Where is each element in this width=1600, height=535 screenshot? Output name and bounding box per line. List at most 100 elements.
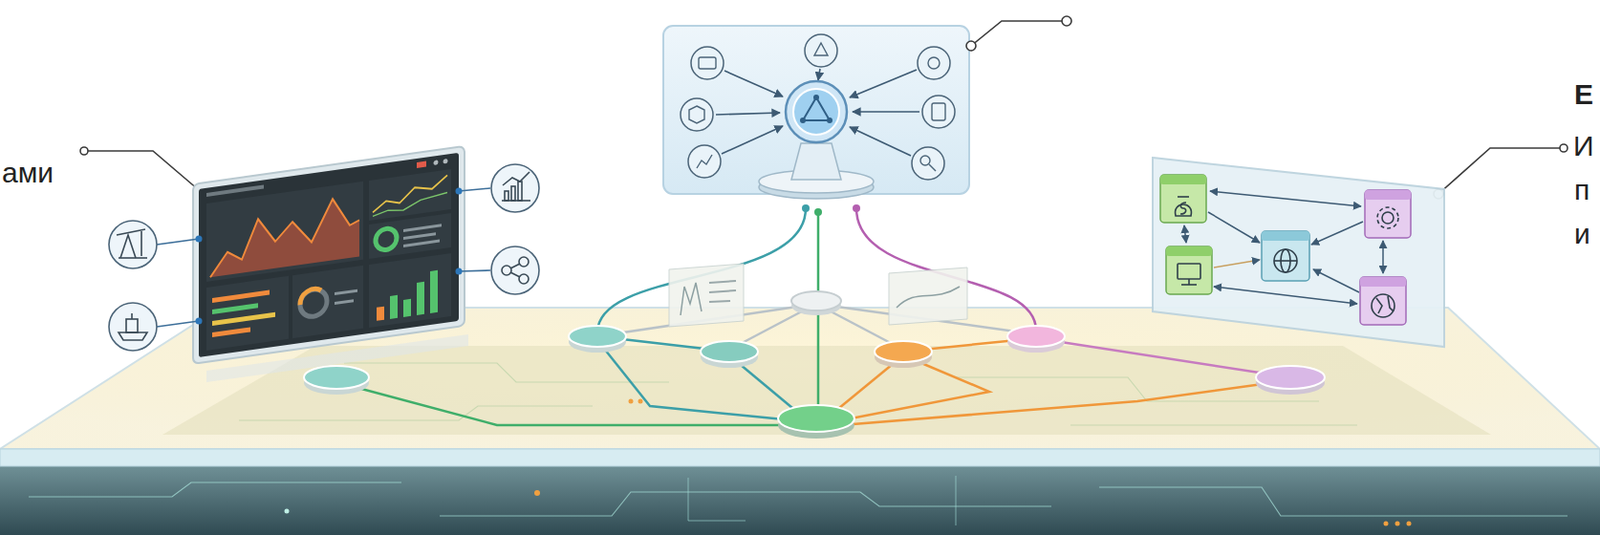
dashboard-icons-part-part bbox=[118, 257, 148, 260]
dashboard-icons-part-part bbox=[501, 265, 512, 276]
network-discs-part bbox=[700, 341, 758, 363]
hub-panel-part-part bbox=[920, 155, 930, 166]
dashboard-icons-part-part bbox=[156, 321, 199, 327]
network-discs-part bbox=[791, 291, 842, 311]
hub-panel-part-part bbox=[814, 43, 828, 56]
hub-panel-part bbox=[800, 117, 806, 124]
flow-panel-part bbox=[1160, 174, 1411, 325]
dashboard-icons-part-part bbox=[491, 246, 540, 295]
base-slab-part bbox=[284, 509, 290, 515]
glass-platform-part bbox=[638, 399, 644, 405]
flow-panel-part-part bbox=[1274, 259, 1298, 262]
flow-panel-part-part bbox=[1188, 279, 1190, 285]
hub-panel-part bbox=[715, 68, 920, 156]
dashboard-screen-part bbox=[80, 147, 88, 155]
glass-platform-part bbox=[344, 363, 670, 383]
floating-cards-part bbox=[709, 281, 736, 283]
hub-panel-part-part bbox=[724, 70, 783, 97]
base-slab-part bbox=[1395, 521, 1401, 527]
dashboard-screen-part-part bbox=[368, 213, 452, 260]
dashboard-screen-part-part bbox=[212, 302, 259, 315]
dashboard-screen-part-part bbox=[193, 146, 465, 365]
dashboard-screen-part-part bbox=[403, 239, 440, 248]
hub-panel-part bbox=[680, 34, 955, 180]
hub-panel-part-part bbox=[698, 57, 716, 69]
flow-panel-part bbox=[1175, 196, 1399, 318]
hub-panel bbox=[663, 16, 1072, 199]
dashboard-screen-part-part bbox=[206, 276, 289, 351]
dashboard-screen-part-part bbox=[403, 299, 411, 318]
network-links bbox=[336, 204, 1291, 426]
dashboard-icons-part-part bbox=[458, 188, 491, 192]
network-links-part bbox=[597, 208, 806, 333]
dashboard-icons-part-part bbox=[118, 332, 148, 341]
network-links-part bbox=[801, 204, 810, 213]
floating-cards-part bbox=[709, 301, 731, 303]
flow-panel-part-part bbox=[1360, 277, 1406, 325]
network-links-part bbox=[814, 208, 822, 217]
dashboard-icons-part-part bbox=[458, 270, 491, 272]
base-slab-part bbox=[439, 492, 1052, 517]
flow-panel-part-part bbox=[1364, 190, 1411, 238]
dashboard-icons-part-part bbox=[130, 313, 133, 320]
dashboard-icons-part-part bbox=[511, 186, 516, 201]
flow-panel-part-part bbox=[1364, 190, 1411, 200]
network-discs-part bbox=[303, 366, 369, 390]
flow-panel-part-part bbox=[1313, 269, 1360, 293]
dashboard-icons-part-part bbox=[455, 188, 463, 195]
flow-panel-part-part bbox=[1376, 296, 1394, 314]
hub-panel-part-part bbox=[931, 103, 946, 121]
edge-text-fragment: И bbox=[1573, 129, 1595, 162]
dashboard-icons-part-part bbox=[502, 172, 530, 186]
dashboard-screen-part-part bbox=[416, 161, 427, 169]
flow-panel bbox=[1152, 144, 1568, 347]
dashboard-icons-part-part bbox=[126, 319, 138, 333]
flow-panel-part-part bbox=[1213, 259, 1260, 268]
network-links-part bbox=[852, 204, 861, 213]
flow-panel-part-part bbox=[1213, 286, 1358, 304]
flow-panel-part-part bbox=[1177, 263, 1201, 280]
hub-panel-part bbox=[791, 143, 842, 180]
flow-panel-part-part bbox=[1382, 240, 1384, 274]
dashboard-screen-part-part bbox=[403, 223, 442, 233]
dashboard-icons-part-part bbox=[195, 318, 203, 325]
hub-panel-part-part bbox=[696, 154, 713, 169]
hub-panel-part-part bbox=[917, 46, 951, 80]
dashboard-screen-part-part bbox=[212, 326, 251, 338]
flow-panel-part-part bbox=[1210, 191, 1362, 207]
hub-panel-part bbox=[813, 94, 820, 101]
dashboard-screen-part-part bbox=[433, 159, 439, 166]
hub-panel-part-part bbox=[928, 57, 940, 69]
dashboard-icons-part-part bbox=[455, 268, 463, 276]
dashboard-icons-part bbox=[156, 188, 491, 327]
hub-panel-part-part bbox=[849, 127, 911, 156]
dashboard-screen-part-part bbox=[198, 152, 459, 358]
dashboard-icons-part bbox=[195, 188, 463, 325]
dashboard-screen-part-part bbox=[368, 169, 452, 221]
hub-panel-part bbox=[785, 81, 847, 143]
network-discs-part bbox=[1007, 325, 1065, 347]
flow-panel-part-part bbox=[1166, 246, 1212, 257]
edge-text-fragment: п bbox=[1574, 173, 1590, 206]
dashboard-screen-part-part bbox=[292, 265, 364, 339]
hub-panel-part-part bbox=[852, 110, 920, 113]
glass-platform-part bbox=[628, 399, 634, 405]
base-slab-part bbox=[534, 490, 541, 497]
dashboard-screen-part-part bbox=[375, 227, 397, 252]
dashboard-icons bbox=[108, 164, 540, 351]
flow-panel-part-part bbox=[1181, 283, 1197, 286]
dashboard-screen-part-part bbox=[206, 181, 364, 282]
base-slab bbox=[0, 466, 1600, 535]
hub-panel-part-part bbox=[691, 46, 724, 80]
dashboard-screen-part bbox=[86, 151, 199, 191]
dashboard-screen-part-part bbox=[372, 192, 448, 217]
base-slab-part bbox=[1406, 521, 1412, 527]
hub-panel-part-part bbox=[818, 68, 821, 81]
flow-panel-part-part bbox=[1180, 202, 1187, 215]
hub-panel-part-part bbox=[911, 147, 945, 180]
dashboard-icons-part-part bbox=[510, 263, 520, 269]
floating-cards-part bbox=[896, 286, 960, 308]
network-links-part bbox=[597, 340, 794, 421]
dashboard-icons-part-part bbox=[156, 238, 199, 245]
hub-panel-part bbox=[826, 117, 833, 124]
